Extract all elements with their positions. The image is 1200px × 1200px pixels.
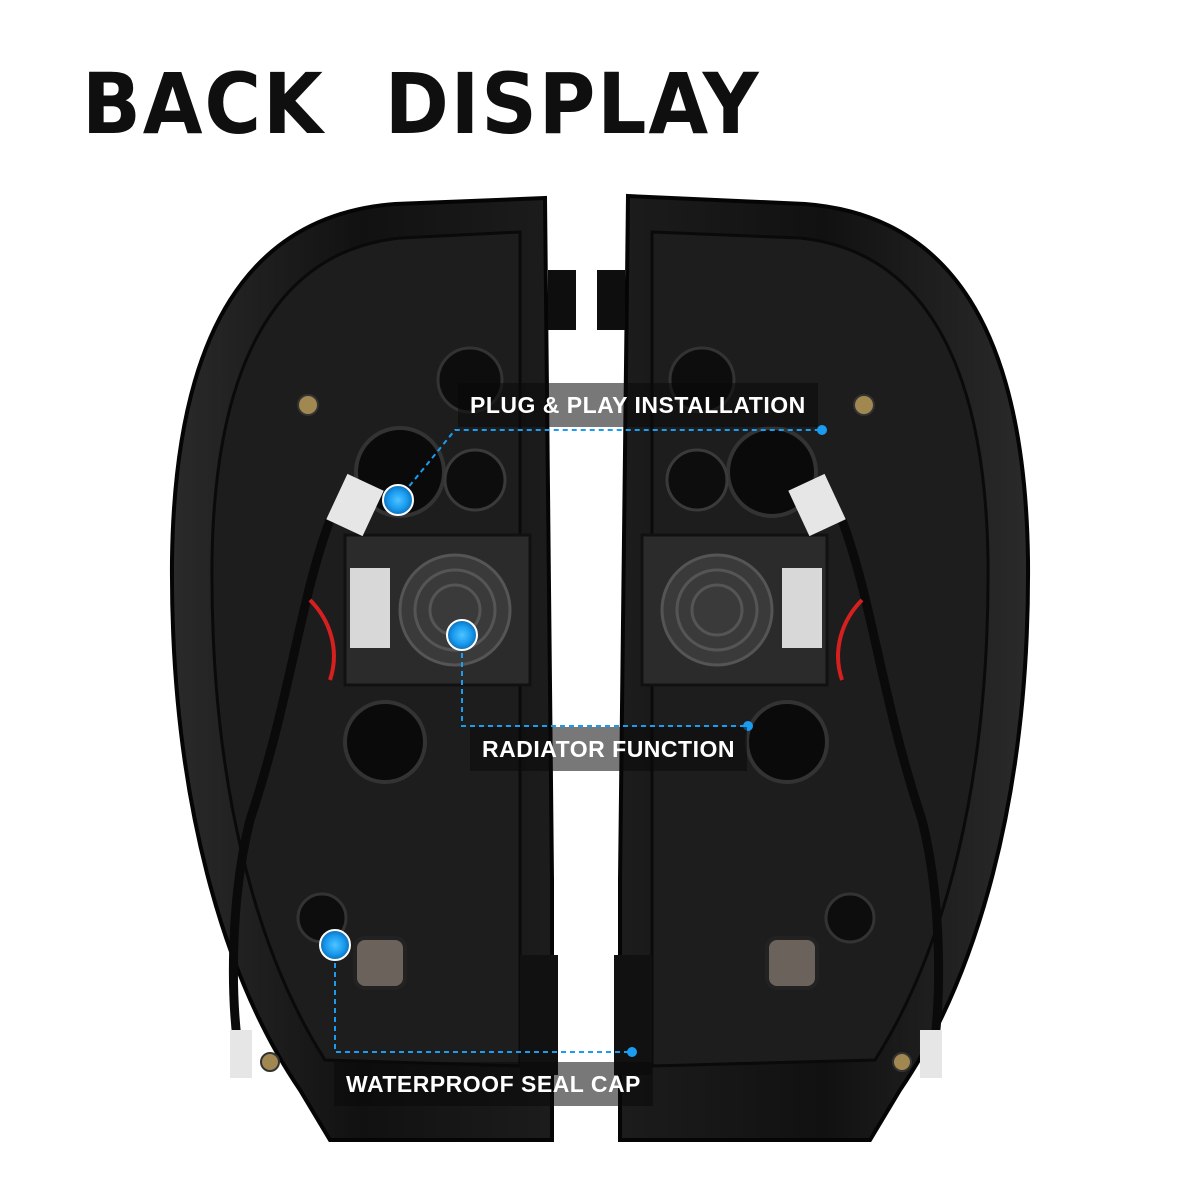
plug-endpoint-dot bbox=[817, 425, 827, 435]
highlight-markers bbox=[319, 425, 827, 1057]
left-bolt-bottom bbox=[260, 1052, 280, 1072]
seal-endpoint-dot bbox=[627, 1047, 637, 1057]
waterproof-seal-callout: WATERPROOF SEAL CAP bbox=[334, 1062, 653, 1106]
seal-marker-dot bbox=[319, 929, 351, 961]
right-tail-light bbox=[597, 193, 1031, 1142]
left-connector bbox=[326, 473, 384, 537]
left-socket-upper-small bbox=[443, 448, 507, 512]
callout-leaders bbox=[334, 429, 822, 1053]
plug-marker-dot bbox=[382, 484, 414, 516]
page-title: BACK DISPLAY bbox=[82, 55, 761, 153]
radiator-leader-line bbox=[461, 635, 748, 727]
left-module-label bbox=[350, 568, 390, 648]
left-bolt-top bbox=[297, 394, 319, 416]
left-tail-light bbox=[169, 195, 576, 1142]
left-wire-harness bbox=[228, 518, 335, 1061]
plug-and-play-callout: PLUG & PLAY INSTALLATION bbox=[458, 383, 818, 427]
radiator-marker-dot bbox=[446, 619, 478, 651]
left-seal-cap bbox=[353, 936, 407, 990]
left-mount-tab-bottom bbox=[520, 955, 558, 1075]
left-socket-middle bbox=[343, 700, 427, 784]
left-mount-tab-top bbox=[548, 270, 576, 330]
plug-leader-line bbox=[397, 429, 822, 501]
radiator-function-callout: RADIATOR FUNCTION bbox=[470, 727, 747, 771]
